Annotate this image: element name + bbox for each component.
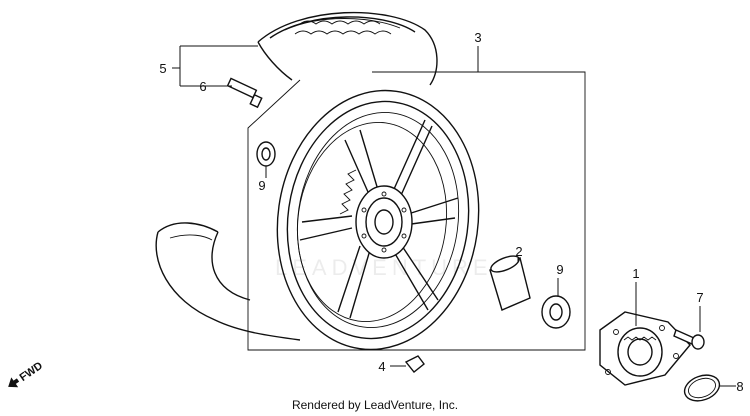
valve-stem	[226, 77, 263, 109]
bearing-left	[256, 141, 276, 167]
driven-flange	[599, 311, 691, 386]
flange-bolt	[673, 329, 705, 350]
callout-2: 2	[515, 244, 522, 259]
forward-direction-marker: FWD	[8, 360, 45, 388]
callout-6: 6	[199, 79, 206, 94]
tire-lower-half	[155, 222, 301, 341]
tire-upper-half	[257, 11, 438, 86]
leader-lines	[172, 45, 736, 387]
callout-7: 7	[696, 290, 703, 305]
callout-9-right: 9	[556, 262, 563, 277]
cast-wheel	[276, 89, 480, 351]
callout-8: 8	[736, 379, 743, 394]
callout-5: 5	[159, 61, 166, 76]
callout-4: 4	[378, 359, 385, 374]
forward-arrow-icon	[8, 377, 20, 388]
distance-collar	[489, 255, 531, 311]
forward-label: FWD	[18, 360, 45, 384]
bearing-right	[541, 295, 571, 329]
callout-1: 1	[632, 266, 639, 281]
balance-weight	[404, 355, 425, 373]
o-ring	[683, 374, 721, 402]
callout-9-left: 9	[258, 178, 265, 193]
watermark: LEADVENTURE	[275, 255, 493, 280]
callout-3: 3	[474, 30, 481, 45]
credit-line: Rendered by LeadVenture, Inc.	[291, 398, 459, 412]
assembly-box-outline	[247, 71, 586, 351]
